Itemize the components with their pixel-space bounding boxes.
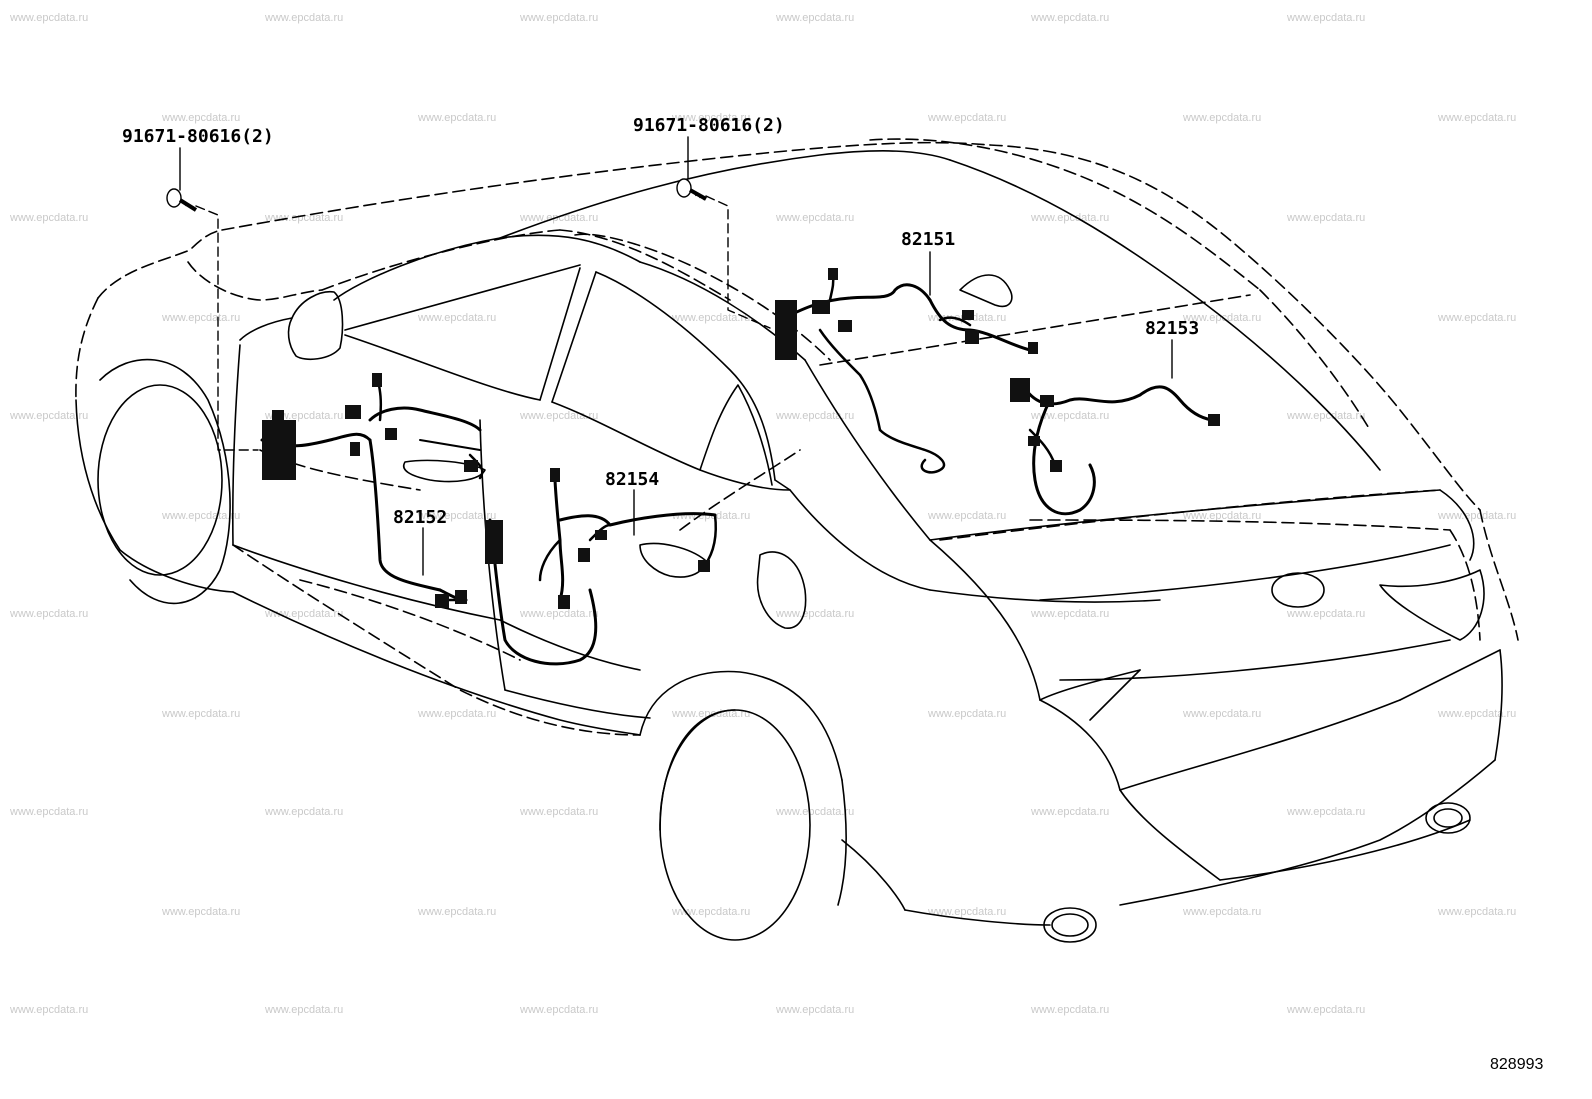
watermark-text: www.epcdata.ru bbox=[1438, 112, 1517, 124]
watermark-text: www.epcdata.ru bbox=[1031, 608, 1110, 620]
watermark-text: www.epcdata.ru bbox=[10, 212, 89, 224]
watermark-text: www.epcdata.ru bbox=[1031, 12, 1110, 24]
callout-harness-rear-door: 82154 bbox=[605, 469, 660, 490]
watermark-text: www.epcdata.ru bbox=[1183, 312, 1262, 324]
watermark-text: www.epcdata.ru bbox=[418, 312, 497, 324]
watermark-text: www.epcdata.ru bbox=[162, 112, 241, 124]
bolt-left-icon bbox=[166, 188, 198, 212]
watermark-text: www.epcdata.ru bbox=[10, 12, 89, 24]
watermark-text: www.epcdata.ru bbox=[520, 806, 599, 818]
watermark-text: www.epcdata.ru bbox=[1031, 806, 1110, 818]
watermark-text: www.epcdata.ru bbox=[928, 906, 1007, 918]
callout-harness-rear-right: 82153 bbox=[1145, 318, 1200, 339]
leader-lines bbox=[179, 136, 1173, 576]
watermark-text: www.epcdata.ru bbox=[1183, 708, 1262, 720]
watermark-text: www.epcdata.ru bbox=[1031, 1004, 1110, 1016]
watermark-text: www.epcdata.ru bbox=[520, 608, 599, 620]
watermark-text: www.epcdata.ru bbox=[928, 112, 1007, 124]
bolt-guide-lines bbox=[195, 195, 771, 451]
watermark-text: www.epcdata.ru bbox=[776, 212, 855, 224]
watermark-text: www.epcdata.ru bbox=[10, 806, 89, 818]
watermark-text: www.epcdata.ru bbox=[1438, 906, 1517, 918]
watermark-text: www.epcdata.ru bbox=[10, 410, 89, 422]
watermark-text: www.epcdata.ru bbox=[10, 608, 89, 620]
watermark-text: www.epcdata.ru bbox=[162, 708, 241, 720]
harness-82153 bbox=[1010, 378, 1220, 516]
watermark-text: www.epcdata.ru bbox=[1438, 510, 1517, 522]
callout-harness-front-door: 82152 bbox=[393, 507, 448, 528]
watermark-text: www.epcdata.ru bbox=[1031, 410, 1110, 422]
watermark-text: www.epcdata.ru bbox=[1183, 510, 1262, 522]
watermark-text: www.epcdata.ru bbox=[1438, 708, 1517, 720]
watermark-text: www.epcdata.ru bbox=[1287, 1004, 1366, 1016]
watermark-text: www.epcdata.ru bbox=[776, 1004, 855, 1016]
watermark-text: www.epcdata.ru bbox=[672, 112, 751, 124]
watermark-text: www.epcdata.ru bbox=[1031, 212, 1110, 224]
watermark-text: www.epcdata.ru bbox=[520, 212, 599, 224]
watermark-text: www.epcdata.ru bbox=[672, 312, 751, 324]
watermark-text: www.epcdata.ru bbox=[928, 510, 1007, 522]
watermark-text: www.epcdata.ru bbox=[776, 12, 855, 24]
watermark-text: www.epcdata.ru bbox=[265, 12, 344, 24]
harness-82154 bbox=[485, 468, 717, 666]
watermark-text: www.epcdata.ru bbox=[265, 410, 344, 422]
watermark-text: www.epcdata.ru bbox=[418, 112, 497, 124]
watermark-text: www.epcdata.ru bbox=[776, 608, 855, 620]
watermark-text: www.epcdata.ru bbox=[672, 708, 751, 720]
watermark-text: www.epcdata.ru bbox=[418, 906, 497, 918]
watermark-text: www.epcdata.ru bbox=[776, 410, 855, 422]
watermark-text: www.epcdata.ru bbox=[418, 510, 497, 522]
watermark-text: www.epcdata.ru bbox=[10, 1004, 89, 1016]
watermark-text: www.epcdata.ru bbox=[520, 1004, 599, 1016]
watermark-text: www.epcdata.ru bbox=[265, 212, 344, 224]
watermark-text: www.epcdata.ru bbox=[1183, 906, 1262, 918]
diagram-id: 828993 bbox=[1490, 1056, 1544, 1073]
harness-82151 bbox=[775, 268, 1038, 474]
callout-bolt-left: 91671-80616(2) bbox=[122, 126, 274, 147]
callout-bolt-right: 91671-80616(2) bbox=[633, 115, 785, 136]
watermark-text: www.epcdata.ru bbox=[162, 510, 241, 522]
body-outline bbox=[75, 150, 1503, 943]
watermark-text: www.epcdata.ru bbox=[1287, 608, 1366, 620]
callout-harness-roof: 82151 bbox=[901, 229, 956, 250]
watermark-text: www.epcdata.ru bbox=[265, 806, 344, 818]
watermark-text: www.epcdata.ru bbox=[1287, 806, 1366, 818]
watermark-text: www.epcdata.ru bbox=[1287, 12, 1366, 24]
watermark-text: www.epcdata.ru bbox=[265, 1004, 344, 1016]
harness-82152 bbox=[260, 373, 484, 608]
watermark-text: www.epcdata.ru bbox=[162, 312, 241, 324]
watermark-text: www.epcdata.ru bbox=[418, 708, 497, 720]
bolt-right-icon bbox=[676, 178, 707, 201]
watermark-text: www.epcdata.ru bbox=[776, 806, 855, 818]
watermark-text: www.epcdata.ru bbox=[928, 708, 1007, 720]
watermark-text: www.epcdata.ru bbox=[1438, 312, 1517, 324]
watermark-text: www.epcdata.ru bbox=[520, 12, 599, 24]
watermark-text: www.epcdata.ru bbox=[1287, 212, 1366, 224]
watermark-text: www.epcdata.ru bbox=[672, 906, 751, 918]
watermark-text: www.epcdata.ru bbox=[1183, 112, 1262, 124]
watermark-text: www.epcdata.ru bbox=[162, 906, 241, 918]
watermark-text: www.epcdata.ru bbox=[1287, 410, 1366, 422]
